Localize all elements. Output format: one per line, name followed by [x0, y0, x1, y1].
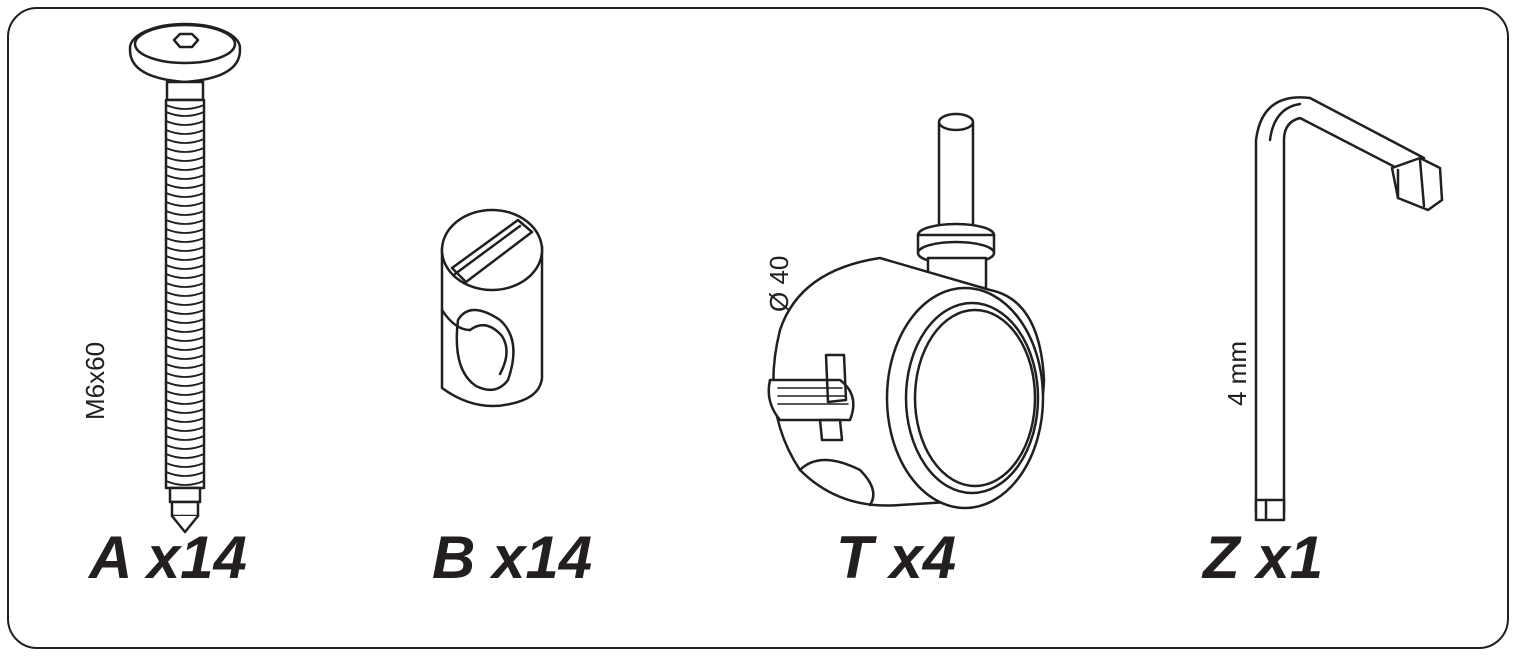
caster-wheel-icon	[767, 112, 1046, 510]
part-z-dimension: 4 mm	[1222, 341, 1252, 406]
part-t-dimension: Ø 40	[764, 255, 794, 312]
part-a-quantity-label: A x14	[89, 524, 247, 591]
part-z-quantity-label: Z x1	[1203, 524, 1324, 591]
joint-connector-bolt-icon	[128, 22, 242, 534]
parts-panel-frame	[7, 7, 1509, 649]
part-a-dimension: M6x60	[80, 341, 110, 420]
part-b-quantity-label: B x14	[432, 524, 593, 591]
hex-key-icon	[1254, 96, 1444, 522]
barrel-nut-icon	[440, 208, 544, 408]
part-t-quantity-label: T x4	[836, 524, 957, 591]
